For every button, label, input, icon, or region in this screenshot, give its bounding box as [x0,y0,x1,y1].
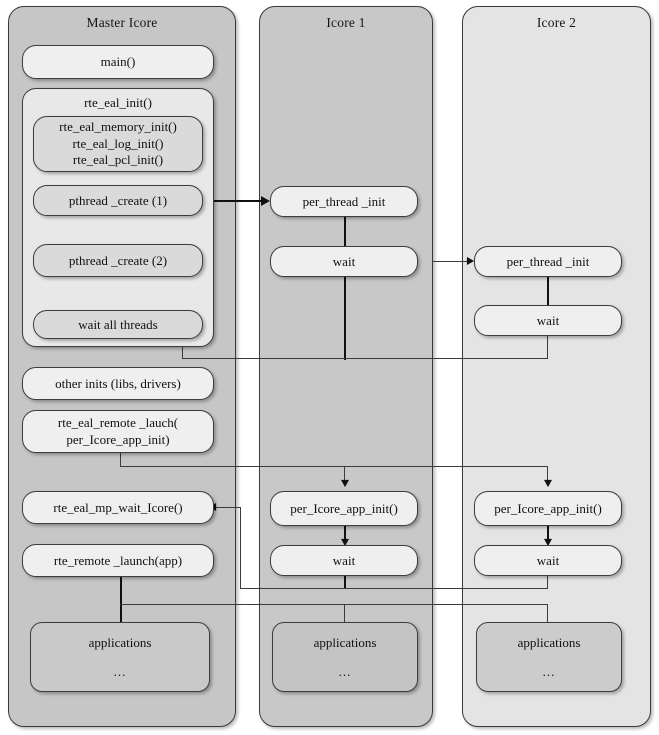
node-wait-all-threads-label: wait all threads [78,316,158,332]
edge-remotelauch-arrowhead-icore2 [544,479,552,488]
node-icore1-wait-top-label: wait [332,253,356,269]
edge-icore1wait-arrowhead [466,257,475,265]
edge-remotelauch-right [120,466,548,467]
lane-title-icore2: Icore 2 [536,15,577,30]
edge-wait-to-mpwait-horizontal [240,588,548,589]
edge-pthread1-to-perthreadinit [211,200,264,202]
node-master-applications-dots: ... [113,663,127,679]
node-icore1-applications-dots: ... [338,663,352,679]
node-icore1-wait-top[interactable]: wait [270,246,418,277]
edge-icore1wait-to-icore2perthread [433,261,469,262]
lane-title-master: Master Icore [86,15,158,30]
node-eal-subinits[interactable]: rte_eal_memory_init() rte_eal_log_init()… [33,116,203,172]
node-icore2-per-icore-app-init[interactable]: per_Icore_app_init() [474,491,622,526]
edge-appbranch-icore2 [547,604,548,623]
edge-icore1-appinit-arrowhead [341,538,349,547]
node-icore2-applications[interactable]: applications ... [476,622,622,692]
edge-remotelauch-down [120,452,121,467]
edge-icore1-perthread-to-wait [344,216,346,246]
edge-icore2-perthread-to-wait [547,276,549,305]
lane-icore-1: Icore 1 [259,6,433,727]
edge-icore2-appinit-arrowhead [544,538,552,547]
lane-title-icore1: Icore 1 [326,15,366,30]
node-rte-eal-mp-wait-icore[interactable]: rte_eal_mp_wait_Icore() [22,491,214,524]
node-icore2-per-icore-app-init-label: per_Icore_app_init() [494,500,602,516]
node-icore2-applications-label: applications [517,634,581,650]
node-icore2-wait-top[interactable]: wait [474,305,622,336]
node-mp-wait-icore-label: rte_eal_mp_wait_Icore() [53,499,183,515]
node-remote-lauch-line2: per_Icore_app_init) [66,431,170,447]
node-pthread-create-2[interactable]: pthread _create (2) [33,244,203,277]
node-wait-all-threads[interactable]: wait all threads [33,310,203,339]
node-other-inits[interactable]: other inits (libs, drivers) [22,367,214,400]
node-icore1-per-icore-app-init[interactable]: per_Icore_app_init() [270,491,418,526]
node-icore1-applications[interactable]: applications ... [272,622,418,692]
edge-icore2-appinit-to-wait [547,526,549,543]
node-icore1-wait-bottom[interactable]: wait [270,545,418,576]
node-master-applications-label: applications [88,634,152,650]
edge-remotelauch-drop-icore1 [344,466,345,483]
edge-waitall-riser [182,345,183,359]
edge-icore2wait-left [182,358,548,359]
lane-icore-2: Icore 2 [462,6,651,727]
edge-icore2-waitbottom-stem [547,576,548,588]
edge-icore1-appinit-to-wait [344,526,346,543]
node-pthread-create-1-label: pthread _create (1) [68,192,168,208]
node-rte-remote-launch-app[interactable]: rte_remote _launch(app) [22,544,214,577]
node-icore2-wait-bottom[interactable]: wait [474,545,622,576]
node-icore2-per-thread-init-label: per_thread _init [506,253,590,269]
edge-icore1-waitbottom-stem [344,576,346,588]
node-icore1-per-icore-app-init-label: per_Icore_app_init() [290,500,398,516]
node-pthread-create-1[interactable]: pthread _create (1) [33,185,203,216]
edge-icore1-wait-downstem [344,276,346,360]
node-main-label: main() [100,54,136,70]
node-eal-memory-init-label: rte_eal_memory_init() [59,118,177,134]
node-remote-launch-app-label: rte_remote _launch(app) [53,552,183,568]
node-rte-eal-remote-lauch[interactable]: rte_eal_remote _lauch( per_Icore_app_ini… [22,410,214,453]
node-icore2-applications-dots: ... [542,663,556,679]
edge-remotelauch-drop-icore2 [547,466,548,483]
node-eal-log-init-label: rte_eal_log_init() [72,135,164,151]
edge-icore2wait-down [547,335,548,359]
group-rte-eal-init-label: rte_eal_init() [84,95,152,110]
node-icore1-wait-bottom-label: wait [332,552,356,568]
node-icore1-applications-label: applications [313,634,377,650]
edge-remotelauch-arrowhead-icore1 [341,479,349,488]
node-icore2-wait-bottom-label: wait [536,552,560,568]
node-icore2-per-thread-init[interactable]: per_thread _init [474,246,622,277]
node-remote-lauch-line1: rte_eal_remote _lauch( [57,414,179,430]
node-other-inits-label: other inits (libs, drivers) [55,375,181,391]
node-eal-pcl-init-label: rte_eal_pcl_init() [72,152,164,168]
edge-wait-to-mpwait-riser [240,507,241,589]
node-icore1-per-thread-init[interactable]: per_thread _init [270,186,418,217]
node-icore1-per-thread-init-label: per_thread _init [302,193,386,209]
node-main[interactable]: main() [22,45,214,79]
edge-appbranch-icore1 [344,604,345,623]
node-pthread-create-2-label: pthread _create (2) [68,252,168,268]
edge-remotelaunchapp-down [120,577,122,622]
edge-wait-to-mpwait-into-box [215,507,241,508]
node-icore2-wait-top-label: wait [536,312,560,328]
edge-pthread1-arrowhead [261,196,270,206]
edge-remotelaunchapp-right [120,604,548,605]
node-master-applications[interactable]: applications ... [30,622,210,692]
